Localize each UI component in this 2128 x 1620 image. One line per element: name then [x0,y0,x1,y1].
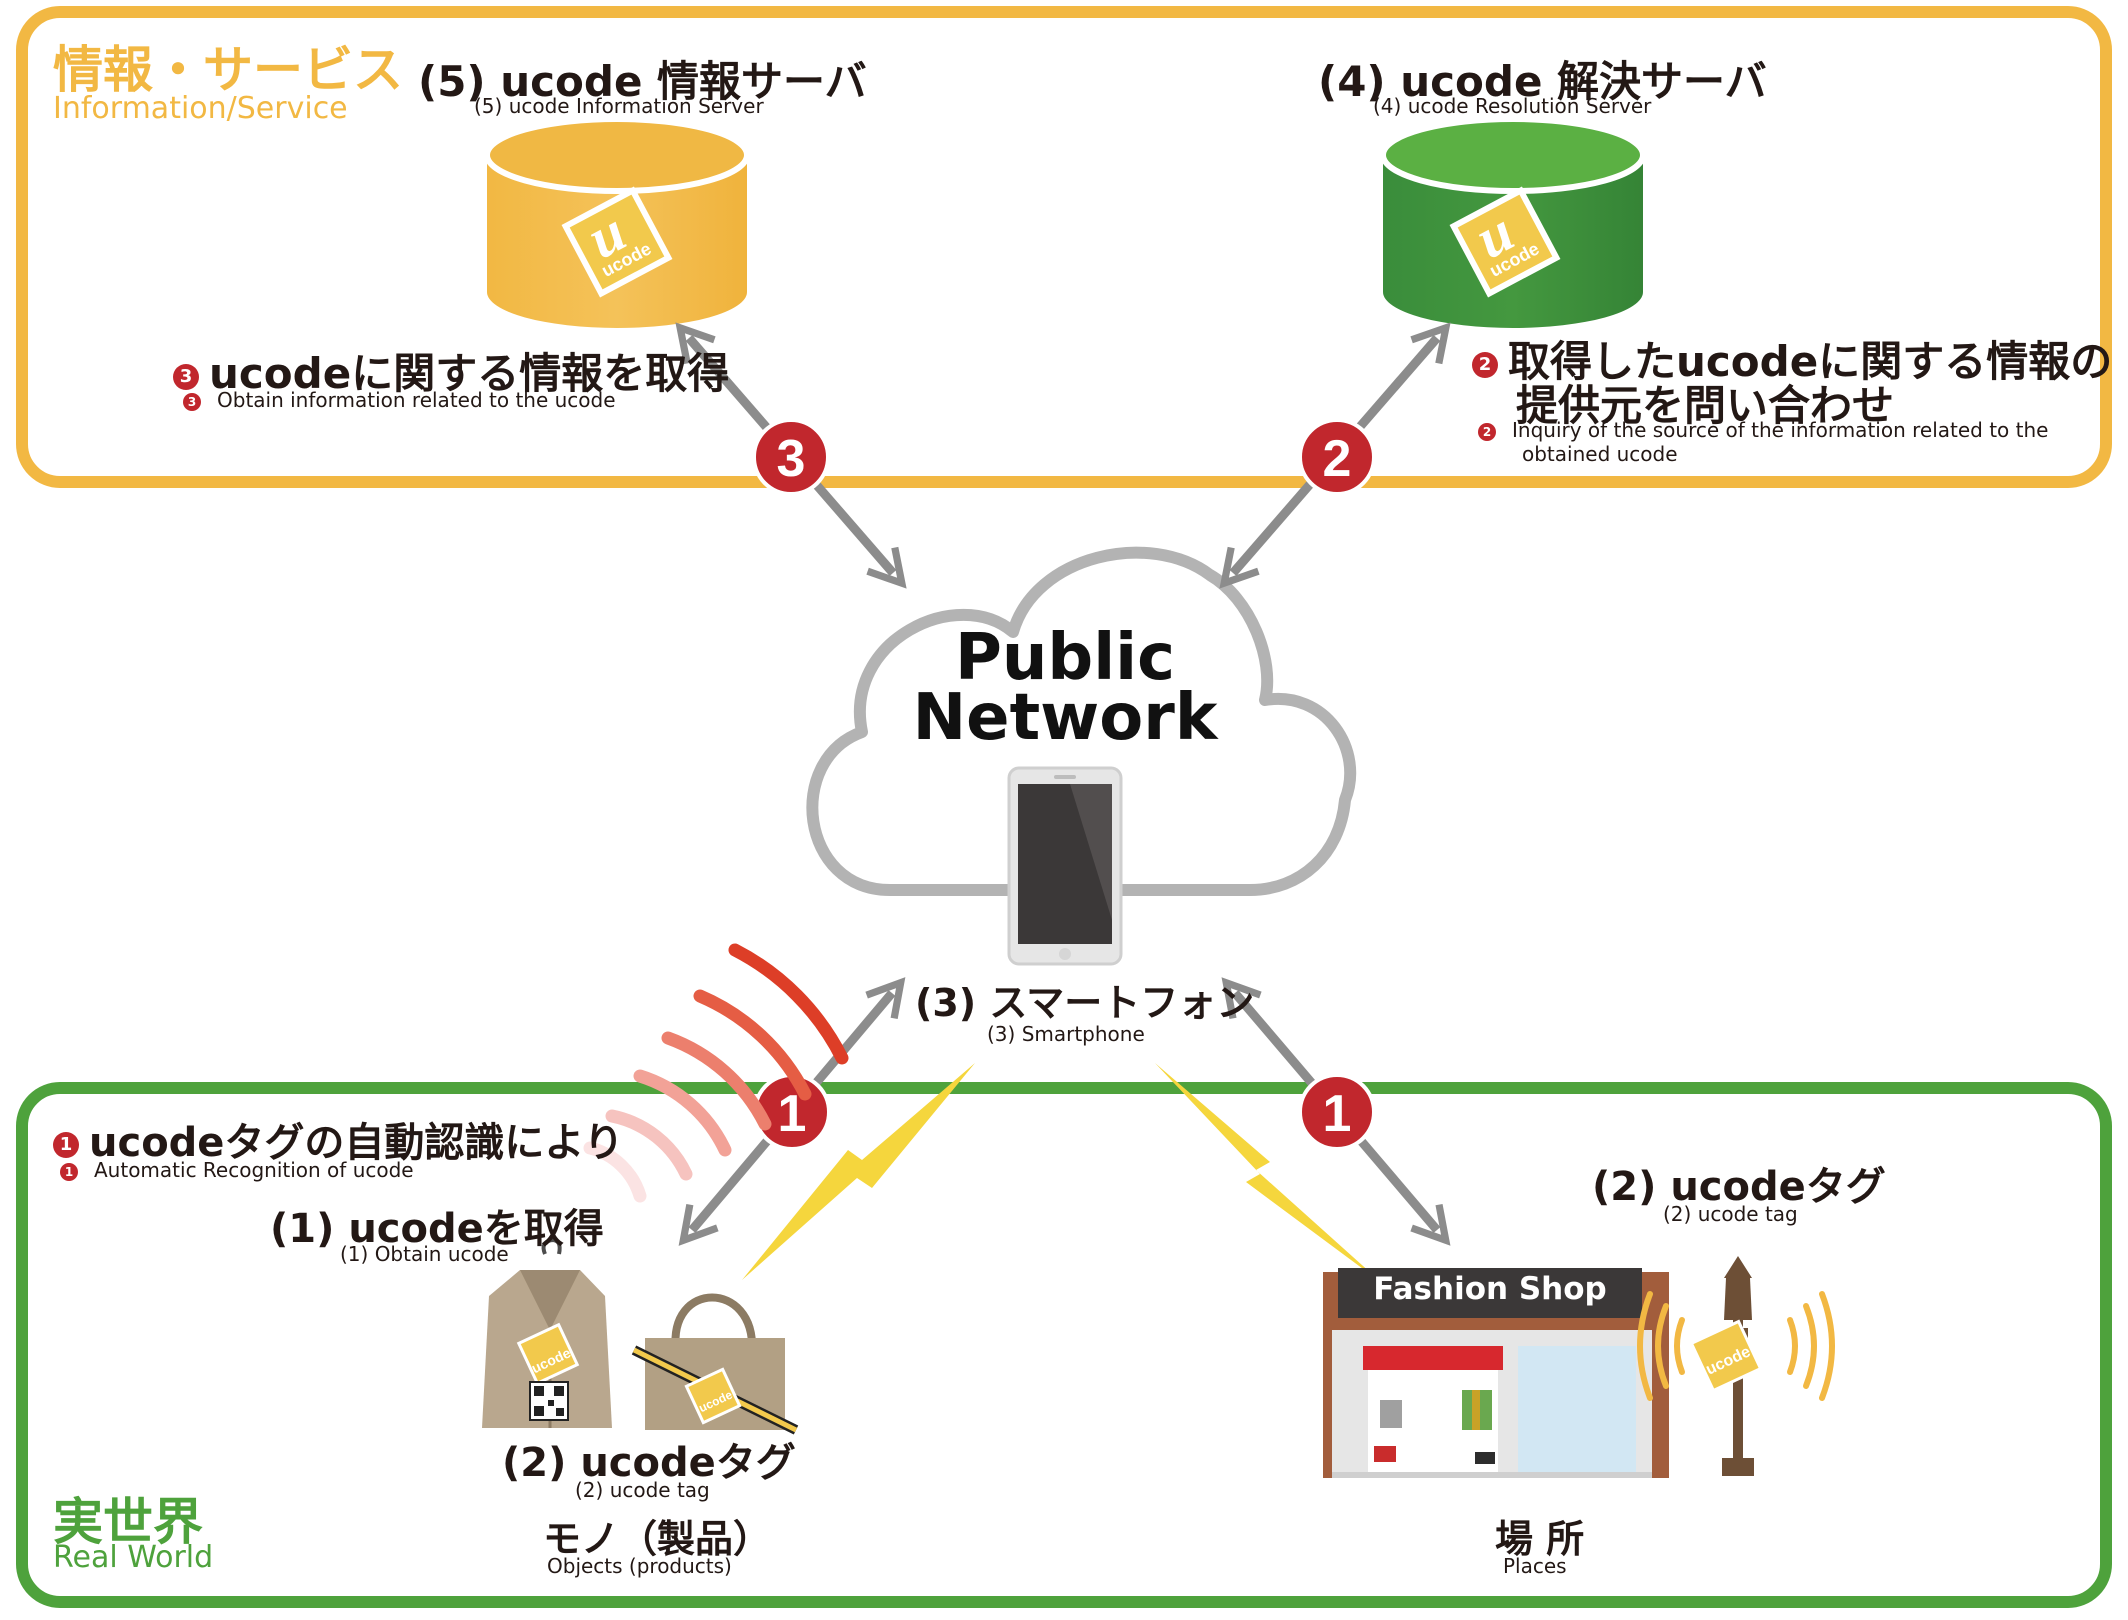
svg-text:1: 1 [1323,1085,1352,1143]
step-2-title-line2: 提供元を問い合わせ [1516,381,1895,430]
obtain-ucode-title: (1) ucodeを取得 [270,1206,604,1252]
lightning-left-icon [742,1063,975,1280]
information-server-icon: u ucode [484,116,750,328]
information-server-title: (5) ucode 情報サーバ [418,57,867,106]
step-1-badge-left: 1 [753,1073,831,1151]
info-service-title: 情報・サービス [53,41,403,99]
real-world-frame [16,1082,2112,1608]
step-3-icon: 3 [173,363,199,390]
public-network-label: Public Network [912,621,1218,755]
step-1-small-icon: 1 [60,1162,78,1181]
step-2-icon: 2 [1472,351,1498,378]
step-2-badge: 2 [1298,418,1376,496]
bag-icon: ucode [631,1293,799,1435]
objects-title: モノ（製品） [543,1517,772,1561]
step-2-small-icon: 2 [1478,422,1496,441]
step-3-badge: 3 [752,418,830,496]
places-tag-subtitle: (2) ucode tag [1663,1202,1798,1226]
places-subtitle: Places [1503,1554,1567,1578]
places-tag-title: (2) ucodeタグ [1592,1164,1886,1210]
objects-subtitle: Objects (products) [547,1554,732,1578]
places-title: 場 所 [1495,1517,1585,1561]
resolution-server-title: (4) ucode 解決サーバ [1318,57,1767,106]
step-1-badge-right: 1 [1298,1073,1376,1151]
step-3-small-icon: 3 [183,392,201,411]
street-lamp-icon: ucode [1637,1256,1835,1476]
smartphone-title: (3) スマートフォン [915,981,1255,1025]
information-server-subtitle: (5) ucode Information Server [474,94,764,118]
step-2-subtitle-line2: obtained ucode [1522,442,1678,466]
lightning-right-icon [1155,1063,1382,1283]
svg-text:3: 3 [777,430,806,488]
resolution-server-subtitle: (4) ucode Resolution Server [1373,94,1652,118]
info-service-frame [16,6,2112,488]
fashion-shop-icon [1323,1268,1669,1478]
obtain-ucode-subtitle: (1) Obtain ucode [340,1242,509,1266]
coat-icon: ucode [482,1237,612,1428]
smartphone-subtitle: (3) Smartphone [987,1022,1145,1046]
info-service-subtitle: Information/Service [53,91,348,126]
real-world-title: 実世界 [53,1493,203,1551]
resolution-server-icon: u ucode [1380,116,1646,328]
step-1-icon: 1 [53,1132,79,1158]
smartphone-icon [1007,766,1123,966]
svg-text:2: 2 [1323,430,1352,488]
real-world-subtitle: Real World [53,1540,214,1575]
public-network-cloud-icon [806,546,1357,896]
radio-waves-icon [583,943,849,1203]
objects-tag-subtitle: (2) ucode tag [575,1478,710,1502]
objects-tag-title: (2) ucodeタグ [502,1440,796,1486]
shop-sign: Fashion Shop [1373,1271,1607,1307]
